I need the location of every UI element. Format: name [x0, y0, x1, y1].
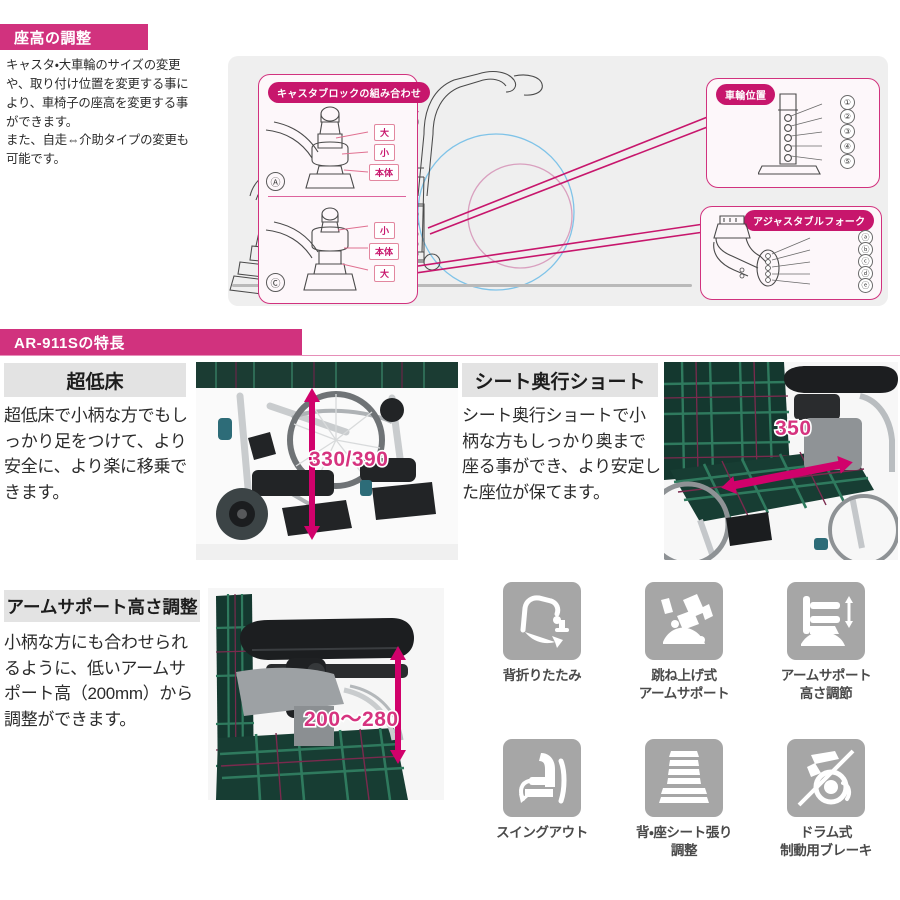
axle-tube-art	[758, 93, 823, 175]
caster-block-callout-title: キャスタブロックの組み合わせ	[268, 82, 431, 103]
caster-c-label-large: 大	[374, 265, 396, 282]
dimension-label-armrest-height: 200〜280	[302, 706, 399, 732]
adjustable-fork-callout-title: アジャスタブルフォーク	[744, 210, 875, 231]
axle-label-5: ⑤	[840, 154, 855, 169]
feature-body-armrest-height: 小柄な方にも合わせられるように、低いアームサポート高（200mm）から調整ができ…	[4, 633, 193, 729]
intro-paragraph: キャスタ・大車輪のサイズの変更や、取り付け位置を変更する事により、車椅子の座高を…	[6, 58, 189, 167]
section-header-features: AR-911Sの特長	[0, 329, 302, 355]
icon-cell-seat-tension: 背・座シート張り 調整	[618, 739, 750, 892]
icon-cell-drum-brake: ドラム式 制動用ブレーキ	[760, 739, 892, 892]
caster-a-label-body: 本体	[369, 164, 400, 181]
photo-armrest-height	[208, 588, 444, 800]
feature-icon-grid: 背折りたたみ 跳ね上げ式 アームサポート	[476, 582, 892, 892]
caster-variant-c-marker: Ⓒ	[266, 273, 285, 292]
adjustable-fork-art	[713, 215, 811, 287]
drum-brake-glyph	[797, 749, 855, 807]
backrest-fold-icon	[503, 582, 581, 660]
feature-title-armrest-height: アームサポート高さ調整	[4, 590, 200, 622]
armrest-height-icon	[787, 582, 865, 660]
caster-c-label-body: 本体	[369, 243, 400, 260]
armrest-height-glyph	[801, 596, 853, 646]
photo-armrest-height-image	[208, 588, 444, 800]
dimension-label-seat-height: 330/390	[307, 446, 389, 472]
icon-caption-seat-tension: 背・座シート張り 調整	[636, 825, 732, 858]
swing-out-glyph	[519, 753, 567, 804]
axle-label-2: ②	[840, 109, 855, 124]
caster-c-label-small: 小	[374, 222, 396, 239]
photo-seat-depth	[664, 362, 898, 560]
photo-seat-depth-image	[664, 362, 898, 560]
feature-body-seat-depth: シート奥行ショートで小柄な方もしっかり奥まで座る事ができ、より安定した座位が保て…	[462, 406, 661, 502]
section-header-seat-height: 座高の調整	[0, 24, 148, 50]
flip-up-armrest-icon	[645, 582, 723, 660]
icon-caption-flip-up-armrest: 跳ね上げ式 アームサポート	[638, 668, 730, 701]
icon-caption-swing-out: スイングアウト	[496, 825, 588, 840]
axle-label-1: ①	[840, 95, 855, 110]
features-divider-rule	[0, 355, 900, 356]
icon-cell-backrest-fold: 背折りたたみ	[476, 582, 608, 735]
caster-variant-c-art	[265, 207, 369, 291]
flip-up-armrest-glyph	[661, 594, 713, 644]
dimension-arrow-armrest-height	[390, 646, 406, 764]
icon-cell-swing-out: スイングアウト	[476, 739, 608, 892]
drum-brake-icon	[787, 739, 865, 817]
photo-low-floor	[196, 362, 458, 560]
icon-caption-drum-brake: ドラム式 制動用ブレーキ	[780, 825, 872, 858]
caster-a-label-small: 小	[374, 144, 396, 161]
icon-caption-armrest-height: アームサポート 高さ調節	[780, 668, 872, 701]
feature-title-low-floor: 超低床	[4, 363, 186, 397]
dimension-arrow-seat-height	[304, 388, 320, 540]
dimension-label-seat-depth: 350	[773, 415, 812, 441]
icon-cell-armrest-height: アームサポート 高さ調節	[760, 582, 892, 735]
icon-caption-backrest-fold: 背折りたたみ	[502, 668, 582, 683]
caster-a-label-large: 大	[374, 124, 396, 141]
fork-label-e: ⓔ	[858, 278, 873, 293]
photo-low-floor-image	[196, 362, 458, 560]
icon-cell-flip-up-armrest: 跳ね上げ式 アームサポート	[618, 582, 750, 735]
swing-out-icon	[503, 739, 581, 817]
caster-callout-divider	[268, 196, 406, 198]
feature-body-low-floor: 超低床で小柄な方でもしっかり足をつけて、より安全に、より楽に移乗できます。	[4, 406, 188, 502]
section-title-seat-height: 座高の調整	[14, 29, 92, 47]
backrest-fold-glyph	[520, 595, 569, 648]
axle-label-4: ④	[840, 139, 855, 154]
section-title-features: AR-911Sの特長	[14, 334, 125, 352]
fork-label-b: ⓑ	[858, 242, 873, 257]
caster-variant-a-art	[265, 106, 369, 189]
seat-tension-glyph	[659, 751, 709, 803]
seat-tension-icon	[645, 739, 723, 817]
axle-label-3: ③	[840, 124, 855, 139]
caster-variant-a-marker: Ⓐ	[266, 172, 285, 191]
feature-title-seat-depth: シート奥行ショート	[462, 363, 658, 397]
diagram-ground-line	[232, 284, 692, 287]
axle-position-callout-title: 車輪位置	[716, 84, 776, 105]
